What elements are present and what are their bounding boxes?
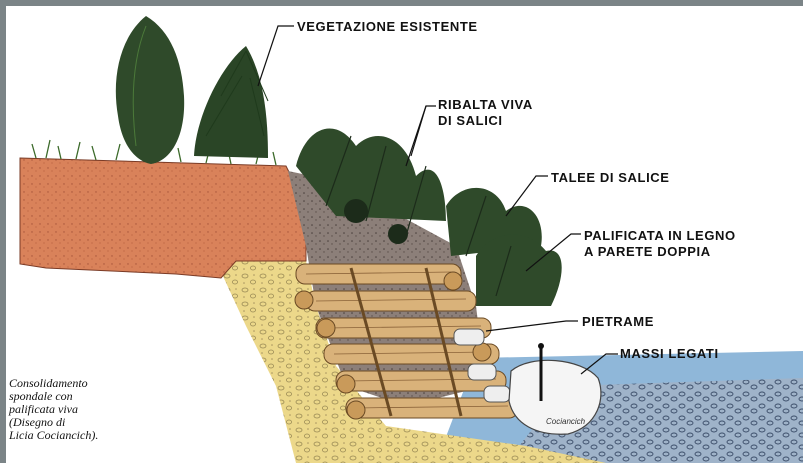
label-palificata-2: A PARETE DOPPIA [584, 244, 711, 259]
label-massi: MASSI LEGATI [620, 346, 719, 361]
label-pietrame: PIETRAME [582, 314, 654, 329]
label-talee: TALEE DI SALICE [551, 170, 670, 185]
existing-vegetation [116, 16, 268, 164]
label-ribalta-1: RIBALTA VIVA [438, 97, 533, 112]
label-ribalta-2: DI SALICI [438, 113, 503, 128]
label-vegetazione: VEGETAZIONE ESISTENTE [297, 19, 478, 34]
artist-signature: Cociancich [546, 417, 586, 426]
figure-caption: Consolidamento spondale con palificata v… [9, 377, 139, 442]
illustration-panel: Cociancich VEGETAZIONE ESISTENTE RIBALTA… [6, 6, 803, 463]
label-palificata-1: PALIFICATA IN LEGNO [584, 228, 736, 243]
soil-bank [20, 158, 306, 278]
